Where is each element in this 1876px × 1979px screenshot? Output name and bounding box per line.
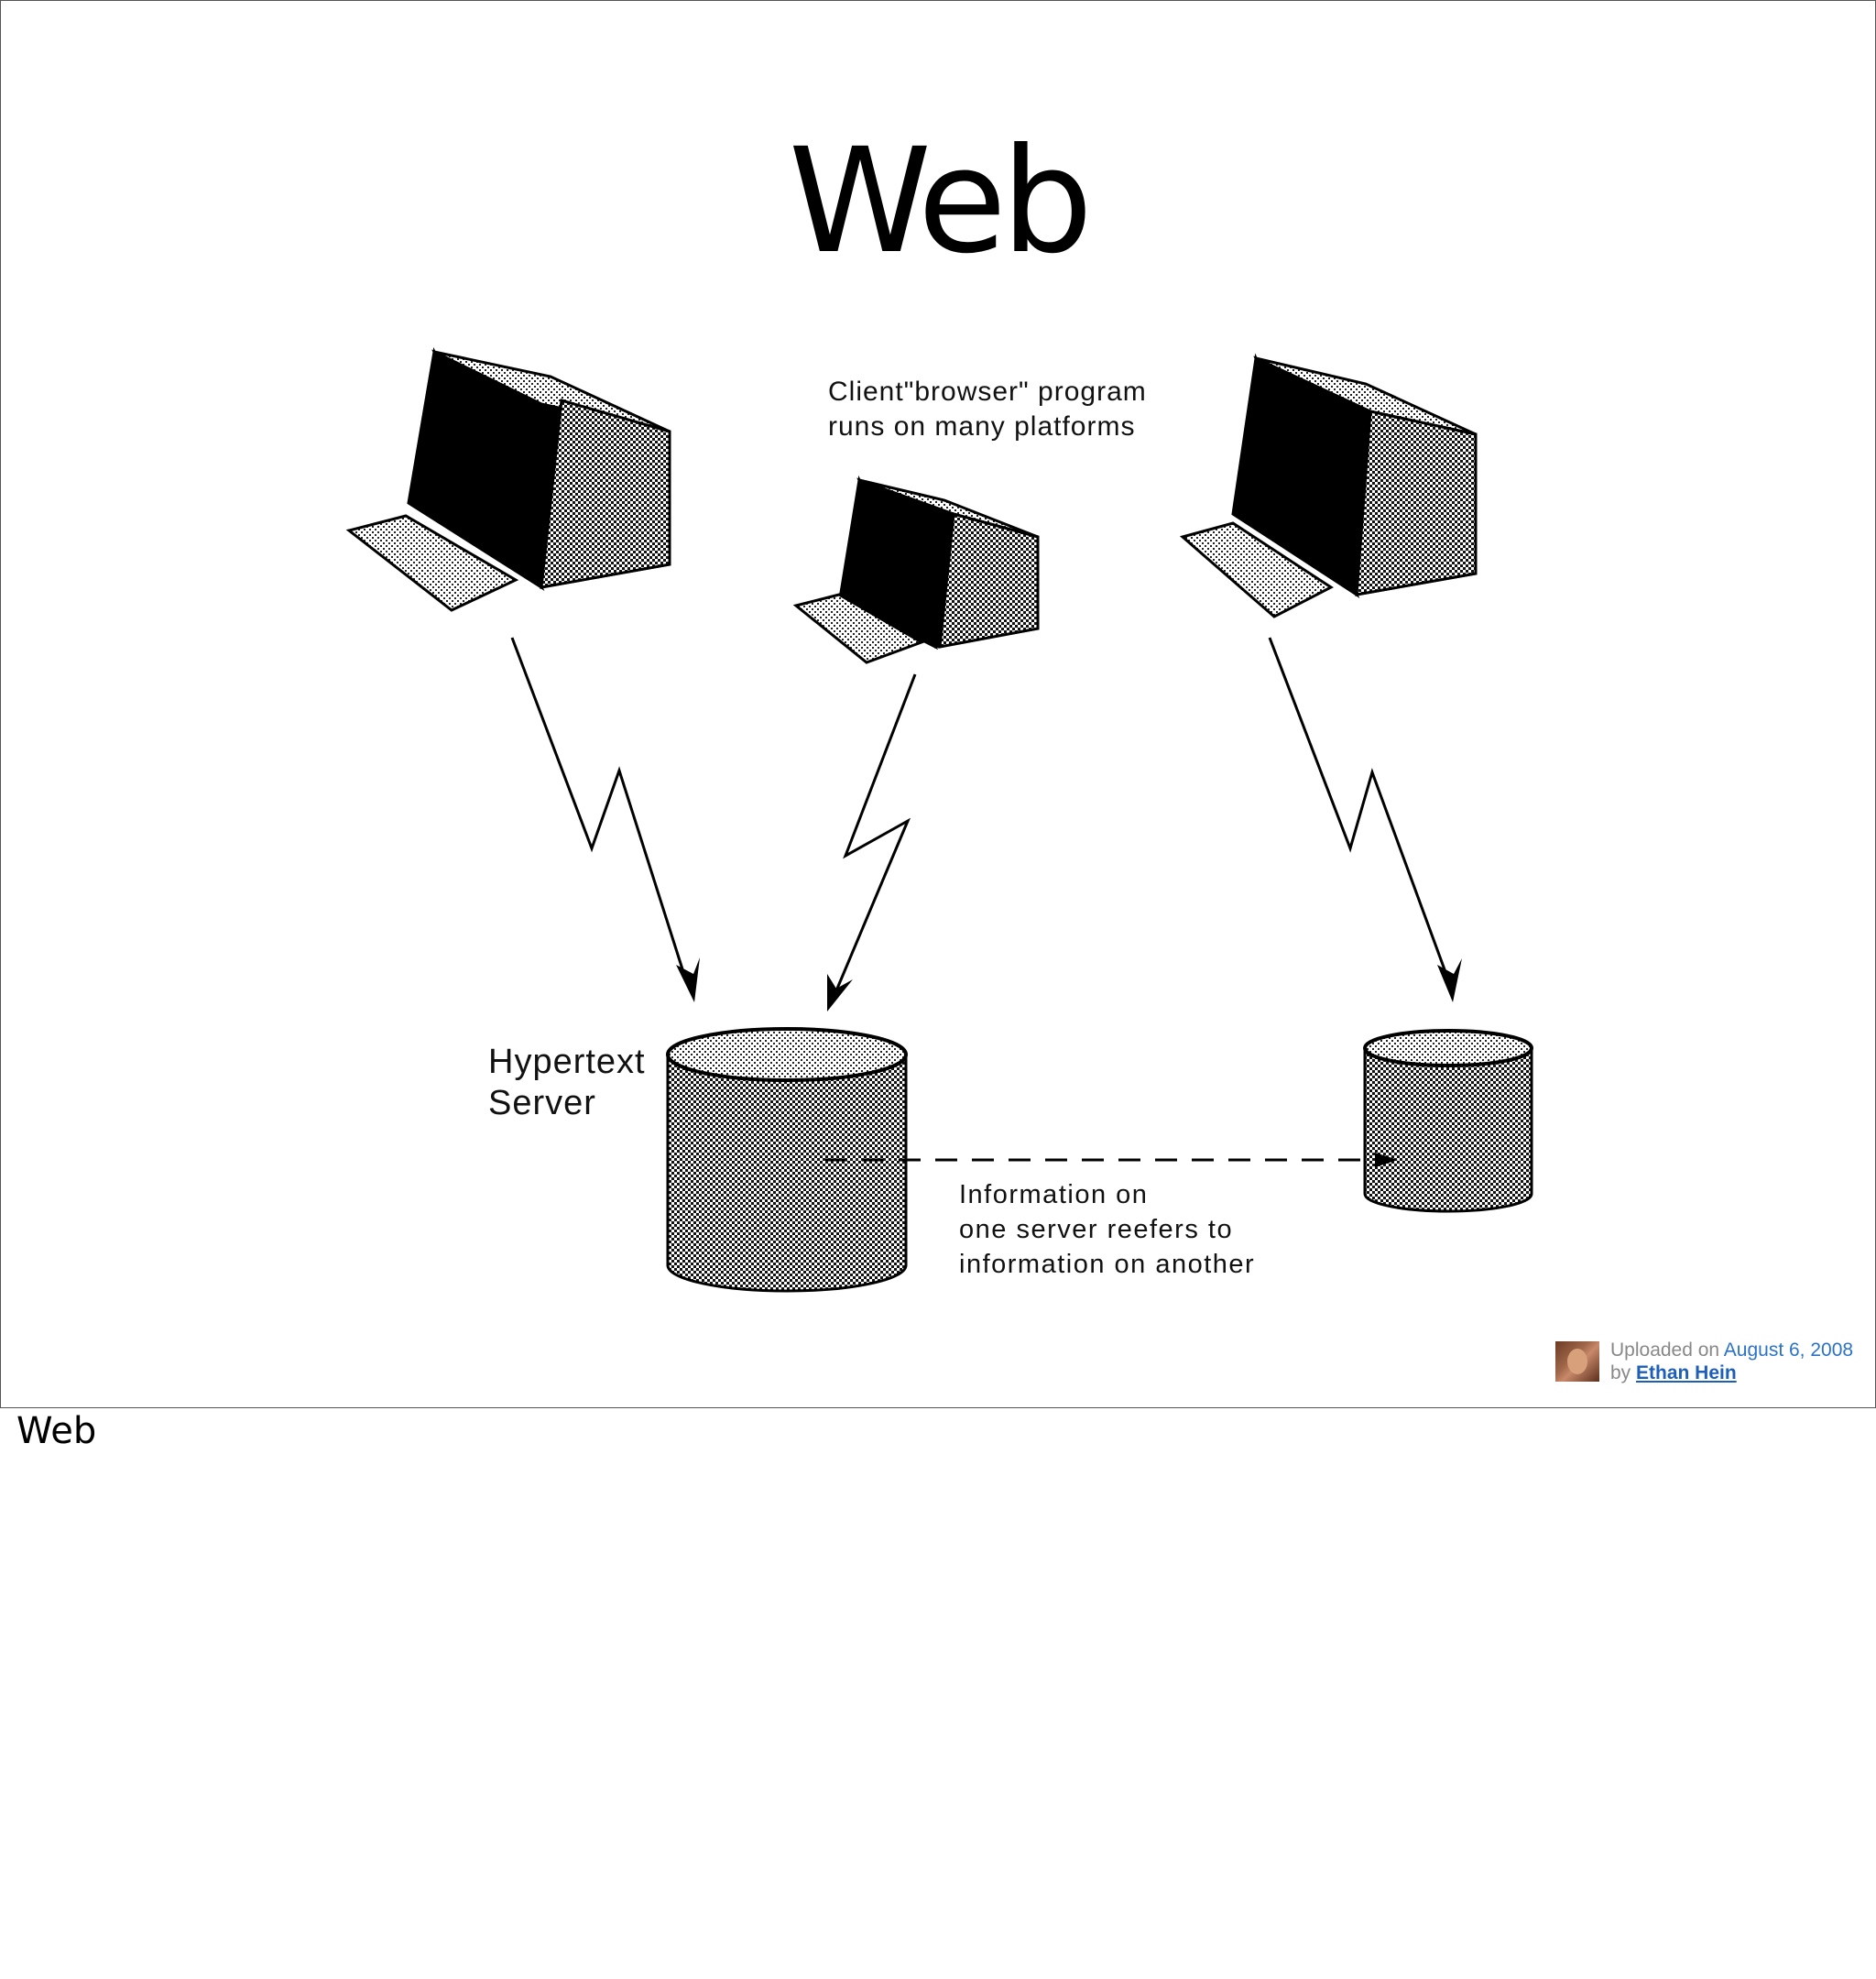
credit-text: Uploaded on August 6, 2008 by Ethan Hein — [1610, 1339, 1875, 1384]
information-reference-label: Information on one server reefers to inf… — [959, 1177, 1255, 1282]
info-label-line: information on another — [959, 1250, 1256, 1279]
info-label-line: one server reefers to — [959, 1215, 1234, 1244]
computer-icon-middle — [792, 475, 1040, 664]
hypertext-server-label: Hypertext Server — [488, 1042, 646, 1124]
slide-title: Web — [788, 117, 1093, 286]
slide: Web — [0, 0, 1876, 1408]
server-label-line: Server — [488, 1084, 596, 1122]
slide-caption: Web — [16, 1410, 97, 1452]
connection-arrow-middle — [827, 673, 917, 1011]
by-prefix: by — [1610, 1362, 1637, 1383]
client-browser-label: Client"browser" program runs on many pla… — [828, 375, 1147, 444]
computer-icon-right — [1179, 353, 1478, 618]
info-label-line: Information on — [959, 1180, 1149, 1209]
server-cylinder-main — [666, 1027, 908, 1293]
avatar[interactable] — [1555, 1341, 1599, 1382]
author-link[interactable]: Ethan Hein — [1636, 1362, 1737, 1383]
client-label-line: Client"browser" program — [828, 377, 1147, 407]
reference-arrow-dashed — [825, 1153, 1398, 1167]
uploaded-prefix: Uploaded on — [1610, 1339, 1724, 1361]
upload-date: August 6, 2008 — [1723, 1339, 1854, 1361]
computer-icon-left — [345, 346, 671, 612]
server-cylinder-secondary — [1363, 1029, 1533, 1213]
client-label-line: runs on many platforms — [828, 411, 1136, 442]
server-label-line: Hypertext — [488, 1043, 646, 1081]
connection-arrow-left — [510, 637, 700, 1002]
web-diagram — [345, 346, 1533, 1293]
connection-arrow-right — [1268, 637, 1462, 1002]
